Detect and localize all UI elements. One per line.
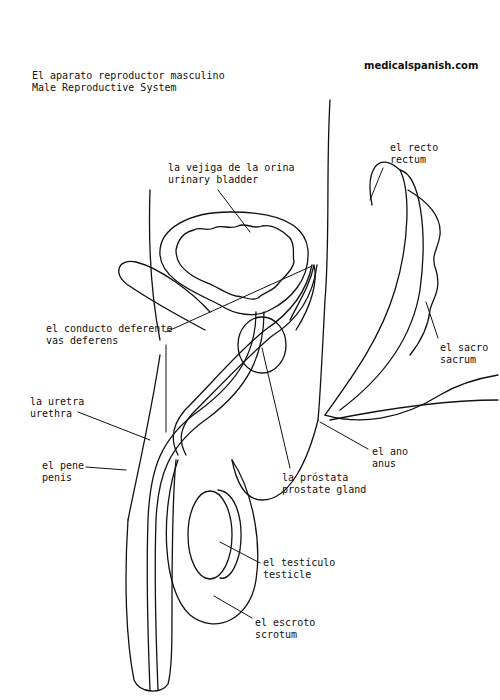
part-label: sacrum	[440, 354, 476, 366]
buttock	[325, 375, 498, 420]
part-label: el pene	[42, 460, 84, 472]
part-label: el escroto	[255, 617, 315, 629]
urethra	[147, 312, 256, 690]
part-label: el recto	[390, 142, 438, 154]
part-label: testicle	[263, 569, 311, 581]
part-label: la vejiga de la orina	[168, 162, 294, 174]
part-label: rectum	[390, 154, 426, 166]
vas-deferens	[181, 265, 317, 455]
part-label: urethra	[30, 408, 72, 420]
leader-line	[370, 168, 383, 200]
back-outline	[318, 100, 330, 420]
testicle	[188, 491, 232, 579]
part-label: scrotum	[255, 629, 297, 641]
watermark: medicalspanish.com	[364, 60, 478, 72]
part-label: anus	[372, 458, 396, 470]
leader-line	[320, 422, 368, 449]
leader-line	[166, 345, 167, 432]
buttock-lower	[330, 400, 498, 420]
penis-outline	[126, 460, 176, 691]
rectum	[325, 162, 407, 415]
rectum-wall	[340, 170, 423, 410]
vas-deferens	[173, 265, 312, 455]
leader-line	[262, 348, 290, 468]
abdomen-outline	[149, 190, 160, 340]
part-label: el sacro	[440, 342, 488, 354]
part-label: la uretra	[30, 396, 84, 408]
scrotum	[166, 460, 257, 624]
epididymis	[218, 490, 241, 578]
leader-line	[218, 190, 250, 232]
pubic-bone	[119, 261, 210, 330]
leader-line	[426, 302, 438, 338]
part-label: el testículo	[263, 557, 335, 569]
bladder-outer	[160, 212, 308, 315]
part-label: la próstata	[282, 472, 348, 484]
part-label: urinary bladder	[168, 174, 258, 186]
bladder-inner	[176, 225, 294, 300]
leader-line	[166, 266, 312, 332]
sacrum	[408, 190, 440, 355]
part-label: el ano	[372, 446, 408, 458]
part-label: el conducto deferente	[46, 323, 172, 335]
subtitle: Male Reproductive System	[32, 82, 177, 94]
leader-line	[78, 412, 150, 440]
part-label: penis	[42, 472, 72, 484]
title: El aparato reproductor masculino	[32, 70, 225, 82]
leader-line	[220, 542, 260, 563]
leader-lines	[78, 168, 438, 618]
leader-line	[86, 467, 126, 470]
part-label: vas deferens	[46, 335, 118, 347]
leader-line	[214, 596, 252, 618]
part-label: prostate gland	[282, 484, 366, 496]
